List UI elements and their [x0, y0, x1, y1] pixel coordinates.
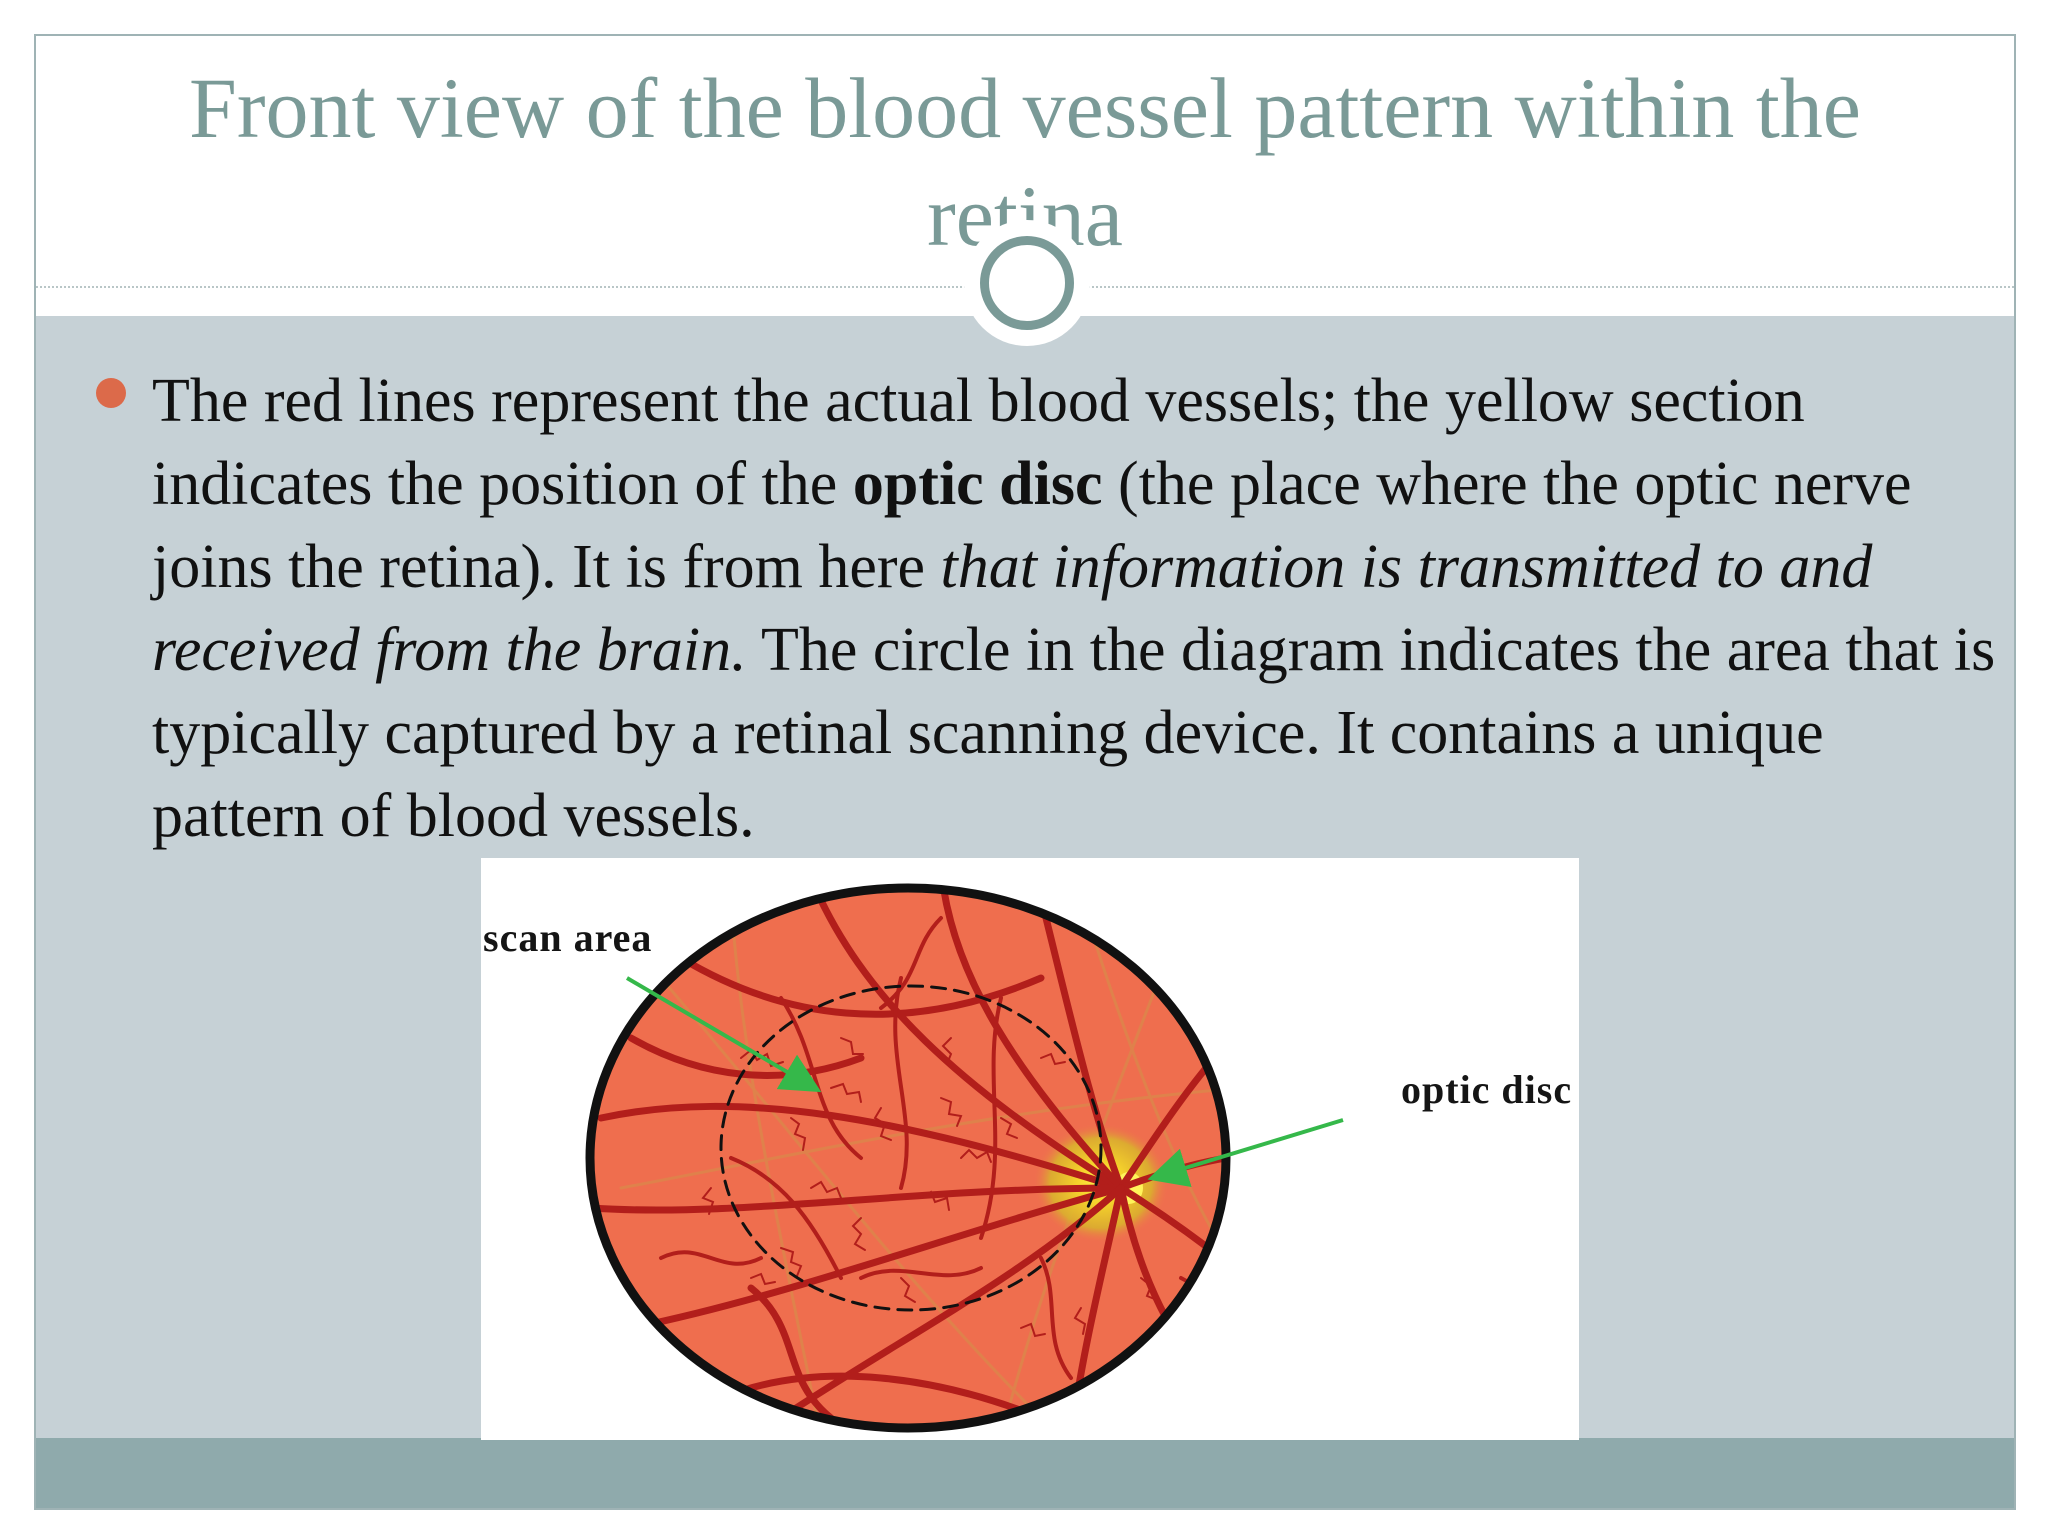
bullet-text-italic: that information is transmitted to and r…: [152, 533, 1873, 684]
optic-disc-arrow: [1147, 1118, 1344, 1187]
bullet-text-bold: optic disc: [852, 450, 1103, 518]
bullet-text-part-2: (the place where the optic nerve joins t…: [152, 450, 1912, 601]
slide-title: Front view of the blood vessel pattern w…: [189, 60, 1861, 264]
retina-outline: [585, 883, 1231, 1433]
slide: Front view of the blood vessel pattern w…: [34, 34, 2016, 1510]
scan-area-label: scan area: [483, 915, 653, 960]
retina-diagram: scan area optic disc: [481, 858, 1579, 1440]
bullet-text: The red lines represent the actual blood…: [152, 360, 1996, 858]
retina-diagram-image: [585, 883, 1344, 1433]
bullet-dot-icon: [96, 378, 126, 408]
optic-disc-label: optic disc: [1401, 1067, 1573, 1112]
capillaries: [701, 1037, 1158, 1338]
bullet-text-part-1: The red lines represent the actual blood…: [152, 367, 1805, 518]
footer-band: [36, 1438, 2014, 1508]
circle-ornament-icon: [980, 236, 1074, 330]
scan-area-circle: [719, 984, 1103, 1312]
bullet-text-part-3: The circle in the diagram indicates the …: [152, 616, 1996, 850]
scan-area-arrow: [625, 976, 822, 1093]
